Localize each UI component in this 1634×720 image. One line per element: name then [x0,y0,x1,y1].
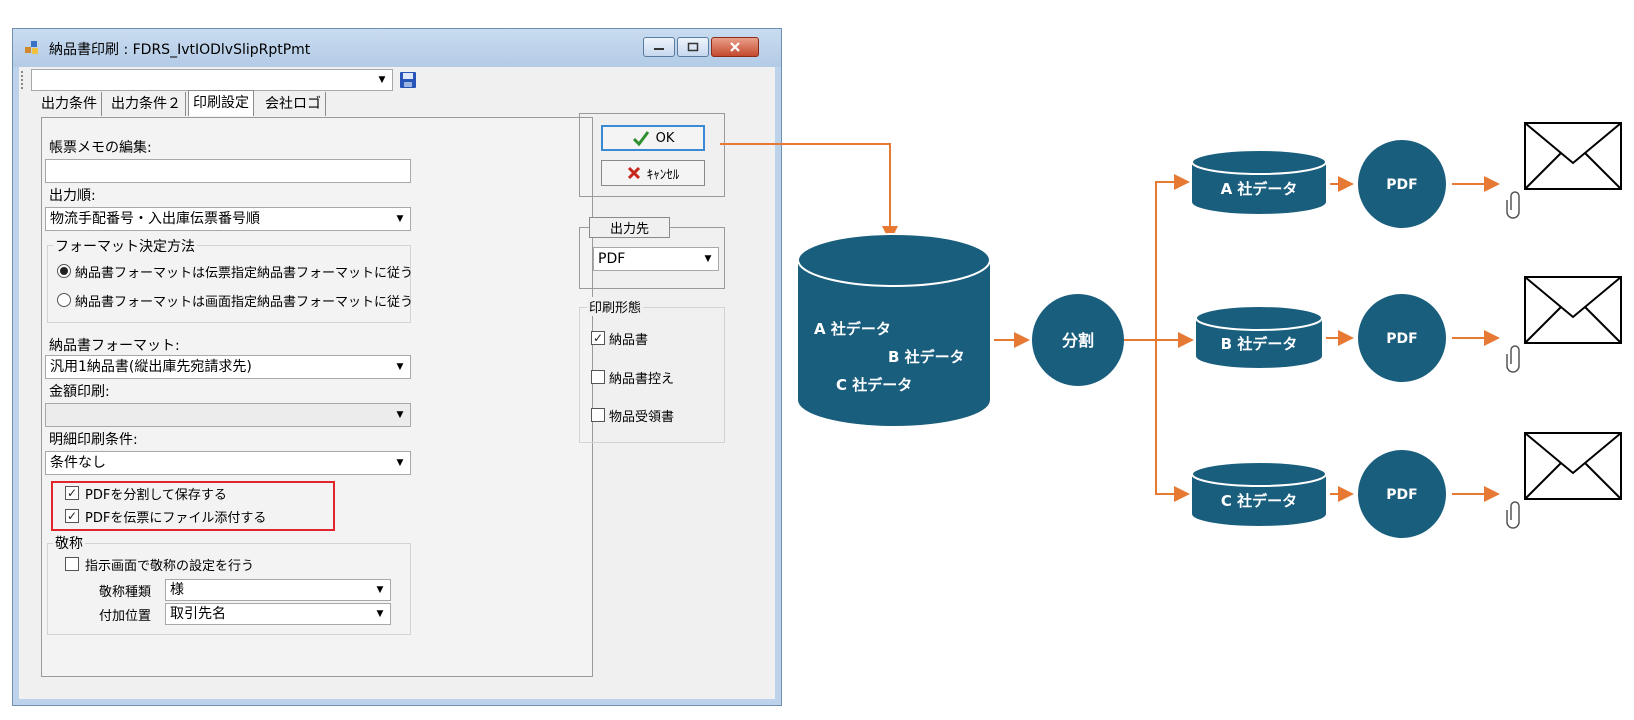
goods-receipt-label: 物品受領書 [609,410,675,425]
tab-company-logo[interactable]: 会社ロゴ [261,92,326,116]
detail-select[interactable]: 条件なし ▼ [45,451,411,475]
format-label: 納品書フォーマット: [49,338,180,354]
branch-a-pdf-node [1358,140,1446,228]
branch-a-db-label: A 社データ [1221,180,1298,198]
memo-label: 帳票メモの編集: [49,140,152,156]
dropdown-arrow-icon: ▼ [376,585,384,595]
pdf-split-checkbox[interactable]: ✓ [65,486,79,500]
branch-c: C 社データ PDF [1191,432,1622,538]
delivery-note-copy-checkbox[interactable] [591,370,605,384]
delivery-note-checkbox[interactable]: ✓ [591,331,605,345]
save-icon[interactable] [399,71,417,89]
honorific-type-select[interactable]: 様 ▼ [165,579,391,601]
paperclip-icon [1506,345,1520,373]
branch-c-db-label: C 社データ [1221,492,1297,510]
cross-icon [627,166,640,180]
source-database-icon [797,233,991,426]
db-line-b: B 社データ [888,348,965,366]
dropdown-arrow-icon: ▼ [396,410,404,420]
close-icon [730,42,740,52]
dropdown-arrow-icon: ▼ [396,214,404,224]
dropdown-arrow-icon: ▼ [704,254,712,264]
branch-a-pdf-label: PDF [1386,177,1417,193]
minimize-icon [654,48,664,50]
split-label: 分割 [1062,331,1094,350]
output-destination-select[interactable]: PDF ▼ [593,247,719,271]
ok-button[interactable]: OK [601,125,705,151]
action-button-box [579,113,725,197]
format-method-group-label: フォーマット決定方法 [53,236,197,256]
pdf-attach-label: PDFを伝票にファイル添付する [85,511,267,526]
honorific-group [47,543,411,635]
branch-a: A 社データ PDF [1191,122,1622,228]
tab-print-settings[interactable]: 印刷設定 [188,90,254,116]
radio-screen-format-label: 納品書フォーマットは画面指定納品書フォーマットに従う [75,295,414,310]
radio-slip-format[interactable] [57,264,71,278]
envelope-icon [1524,122,1622,190]
branch-c-pdf-label: PDF [1386,487,1417,503]
tab-output-conditions[interactable]: 出力条件 [37,92,102,116]
paperclip-icon [1506,191,1520,219]
branch-b-pdf-node [1358,294,1446,382]
window-title: 納品書印刷 : FDRS_IvtIODlvSlipRptPmt [49,42,311,58]
amount-label: 金額印刷: [49,384,110,400]
radio-selected-dot [60,267,68,275]
envelope-icon [1524,432,1622,500]
amount-select[interactable]: ▼ [45,403,411,427]
order-label: 出力順: [49,188,96,204]
branch-b-pdf-label: PDF [1386,331,1417,347]
flow-branch-connector [1124,174,1190,341]
maximize-icon [687,42,699,52]
cancel-button[interactable]: ｷｬﾝｾﾙ [601,160,705,186]
honorific-type-label: 敬称種類 [99,585,152,600]
close-button[interactable] [711,37,759,57]
paperclip-icon [1506,501,1520,529]
position-label: 付加位置 [99,609,152,624]
db-line-a: A 社データ [814,320,891,338]
minimize-button[interactable] [643,37,675,57]
order-select[interactable]: 物流手配番号・入出庫伝票番号順 ▼ [45,207,411,231]
branch-b-db-label: B 社データ [1221,335,1298,353]
output-destination-label: 出力先 [589,217,671,238]
pdf-split-label: PDFを分割して保存する [85,488,227,503]
flow-branch-connector [1155,340,1190,502]
app-icon [25,41,38,54]
checkmark-icon [632,131,649,146]
format-select[interactable]: 汎用1納品書(縦出庫先宛請求先) ▼ [45,355,411,379]
honorific-checkbox-label: 指示画面で敬称の設定を行う [85,559,255,574]
envelope-icon [1524,276,1622,344]
print-form-label: 印刷形態 [587,297,644,316]
detail-label: 明細印刷条件: [49,432,138,448]
radio-screen-format[interactable] [57,293,71,307]
honorific-group-label: 敬称 [53,533,85,553]
pdf-options-highlight [51,481,335,531]
title-bar[interactable]: 納品書印刷 : FDRS_IvtIODlvSlipRptPmt [13,29,781,67]
tab-output-conditions-2[interactable]: 出力条件２ [107,92,186,116]
position-select[interactable]: 取引先名 ▼ [165,603,391,625]
radio-slip-format-label: 納品書フォーマットは伝票指定納品書フォーマットに従う [75,266,414,281]
branch-b: B 社データ PDF [1195,276,1622,382]
branch-c-pdf-node [1358,450,1446,538]
format-method-group [47,245,411,323]
flow-arrow-ok-to-db [720,143,898,242]
honorific-checkbox[interactable] [65,557,79,571]
delivery-note-copy-label: 納品書控え [609,372,675,387]
maximize-button[interactable] [677,37,709,57]
pdf-attach-checkbox[interactable]: ✓ [65,509,79,523]
db-line-c: C 社データ [836,376,912,394]
toolbar-grip [21,71,26,89]
delivery-note-label: 納品書 [609,333,649,348]
dropdown-arrow-icon: ▼ [396,458,404,468]
goods-receipt-checkbox[interactable] [591,408,605,422]
dropdown-arrow-icon: ▼ [376,609,384,619]
dropdown-arrow-icon: ▼ [396,362,404,372]
print-form-group [579,307,725,443]
print-dialog-window: 納品書印刷 : FDRS_IvtIODlvSlipRptPmt ▼ 出力条件 出… [12,28,782,706]
dropdown-arrow-icon: ▼ [378,75,386,85]
split-node [1032,294,1124,386]
memo-input[interactable] [45,159,411,183]
